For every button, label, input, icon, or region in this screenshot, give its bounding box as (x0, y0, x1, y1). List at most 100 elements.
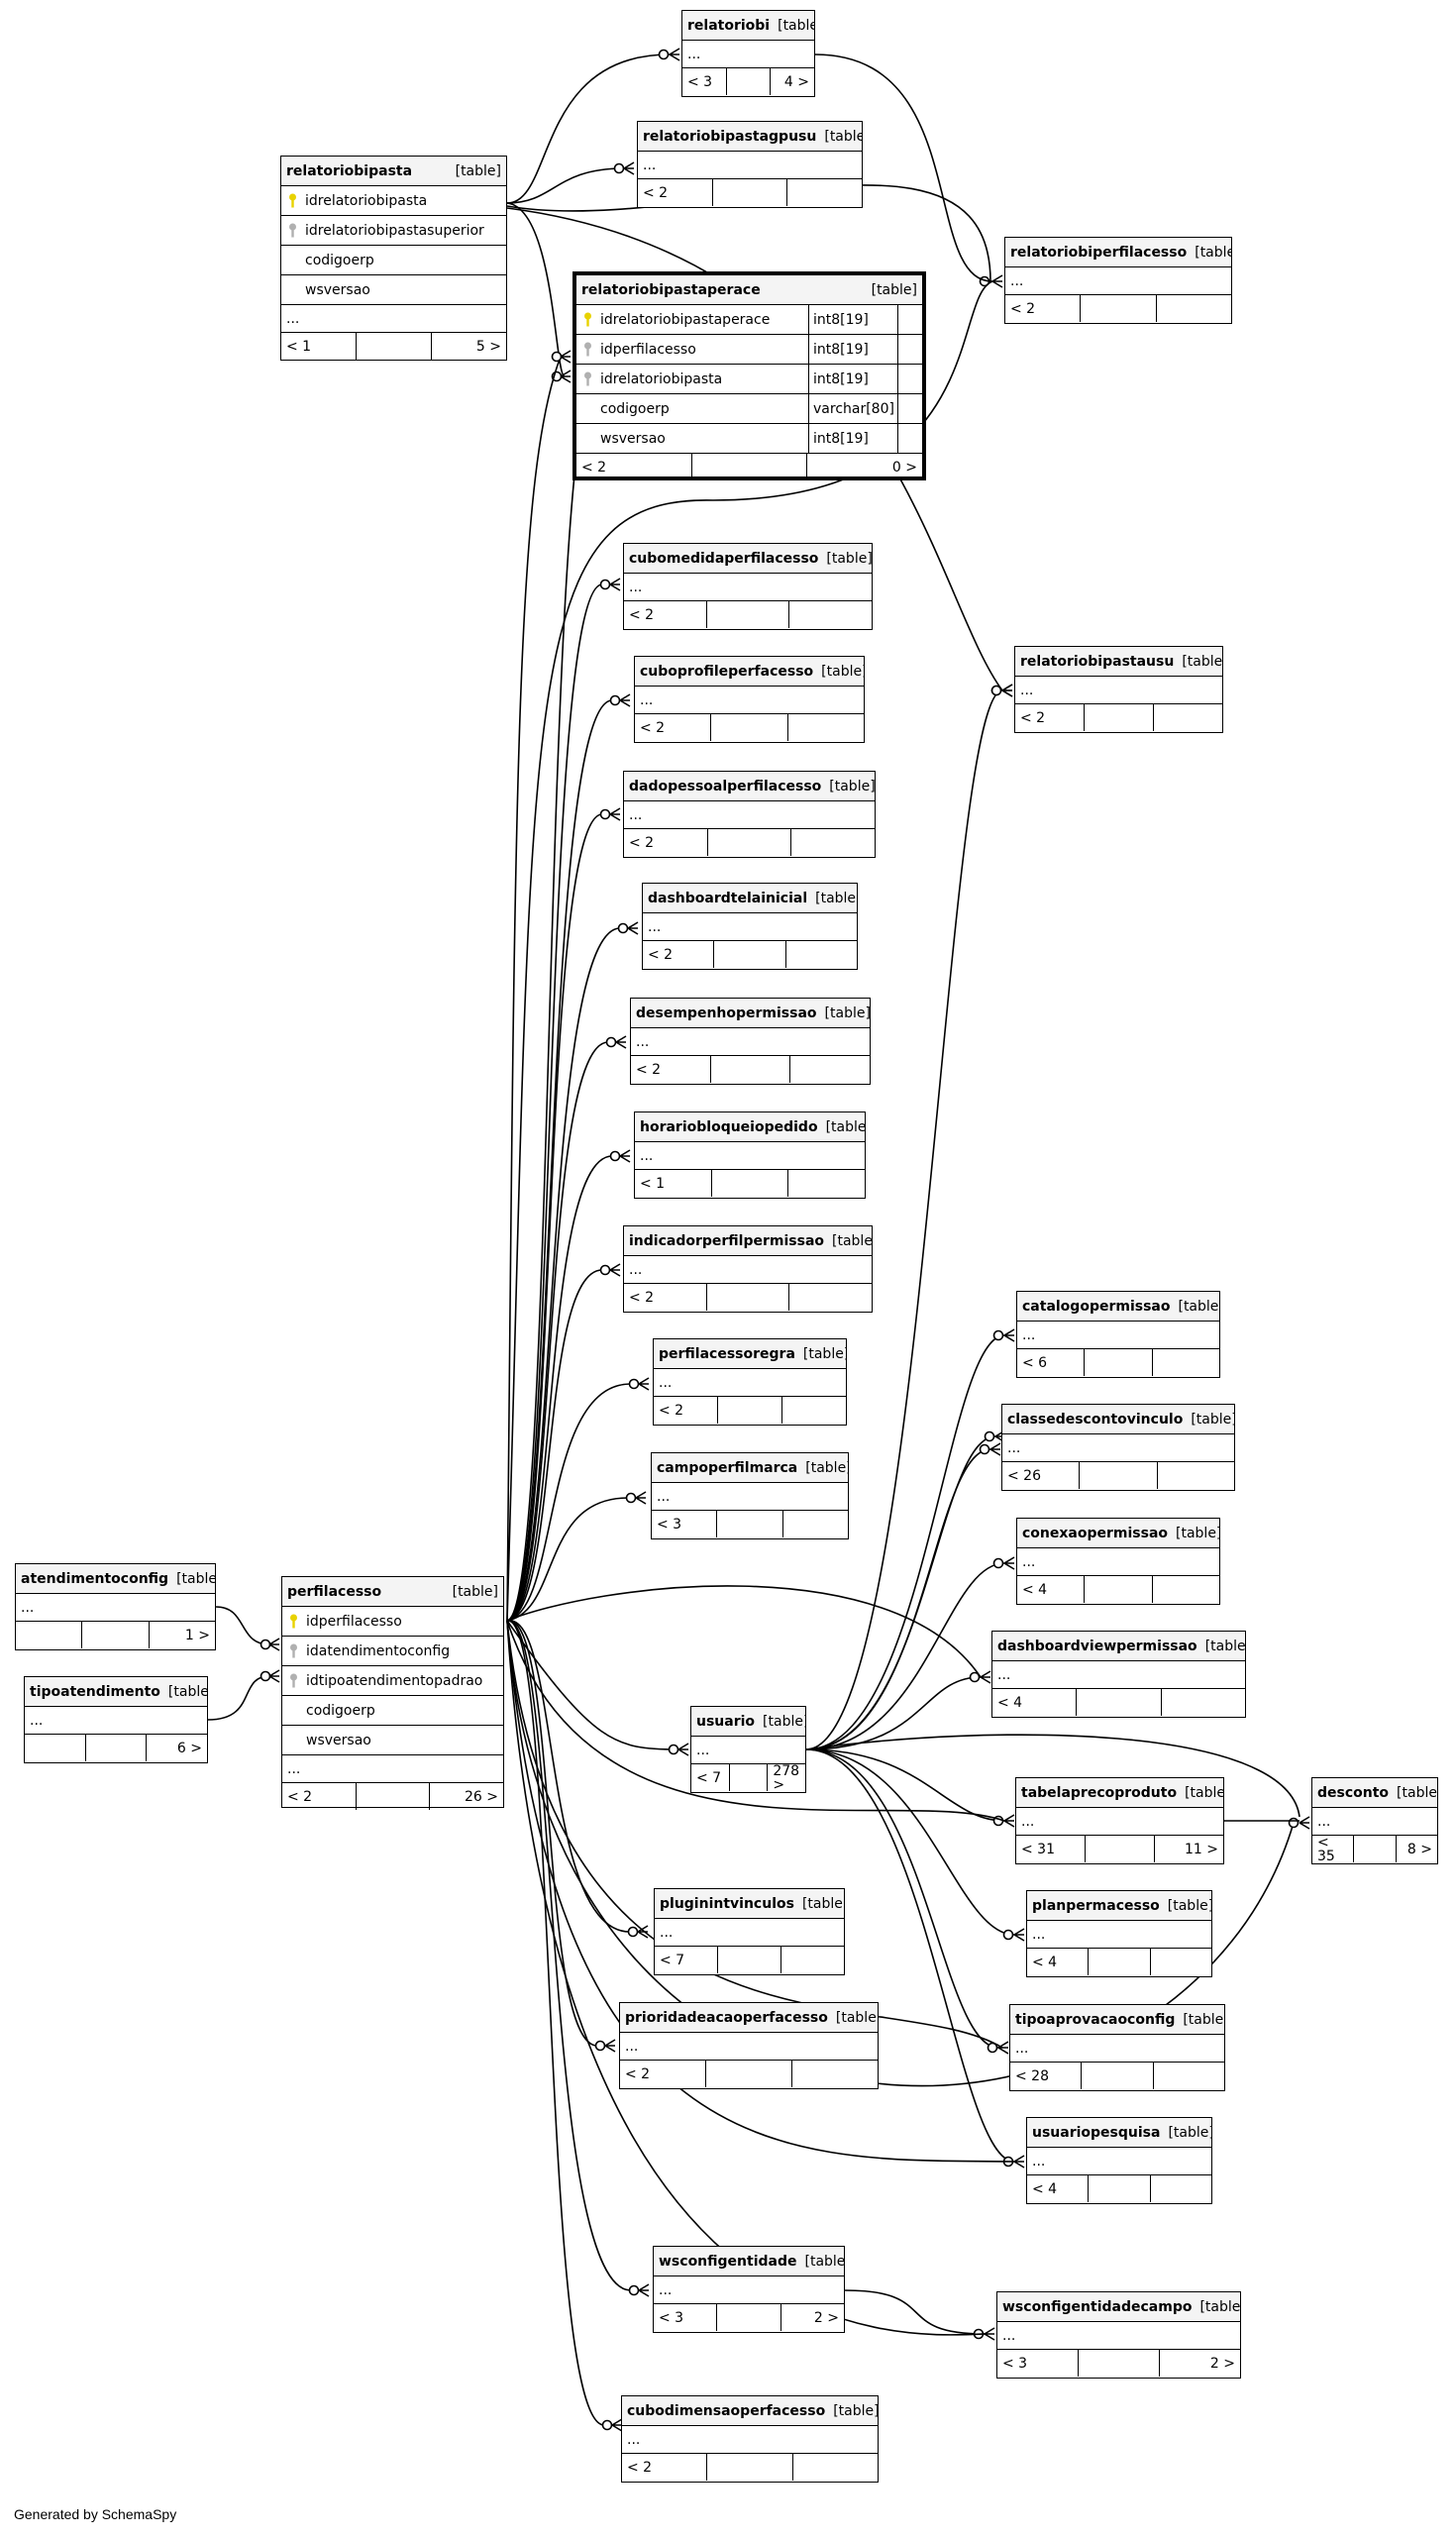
parent-count[interactable]: < 7 (660, 1952, 685, 1968)
table-name[interactable]: dadopessoalperfilacesso (629, 778, 822, 794)
table-name[interactable]: relatoriobipastagpusu (643, 128, 817, 145)
table-horariobloqueiopedido[interactable]: horariobloqueiopedido[table]...< 1 (634, 1111, 866, 1199)
table-name[interactable]: perfilacessoregra (659, 1345, 795, 1362)
table-name[interactable]: indicadorperfilpermissao (629, 1232, 825, 1249)
column-row[interactable]: idatendimentoconfig (282, 1637, 503, 1666)
child-count[interactable]: 0 > (806, 454, 922, 480)
column-row[interactable]: idperfilacesso (282, 1607, 503, 1637)
table-name[interactable]: relatoriobiperfilacesso (1010, 244, 1188, 261)
table-name[interactable]: usuariopesquisa (1032, 2124, 1161, 2141)
table-header[interactable]: dashboardtelainicial[table] (643, 884, 857, 913)
child-count[interactable] (1152, 2063, 1224, 2089)
table-header[interactable]: usuariopesquisa[table] (1027, 2118, 1211, 2148)
table-relatoriobipastaperace[interactable]: relatoriobipastaperace[table]idrelatorio… (572, 271, 926, 480)
table-name[interactable]: conexaopermissao (1022, 1525, 1169, 1541)
table-header[interactable]: indicadorperfilpermissao[table] (624, 1226, 872, 1256)
table-name[interactable]: perfilacesso (287, 1583, 382, 1600)
table-header[interactable]: classedescontovinculo[table] (1002, 1405, 1234, 1434)
child-count[interactable]: 6 > (146, 1735, 207, 1761)
parent-count[interactable]: < 2 (659, 1402, 684, 1419)
parent-count[interactable] (25, 1735, 85, 1761)
child-count[interactable] (788, 601, 872, 628)
parent-count[interactable]: < 2 (640, 719, 666, 736)
column-row[interactable]: idtipoatendimentopadrao (282, 1666, 503, 1696)
child-count[interactable]: 1 > (148, 1622, 215, 1648)
child-count[interactable] (781, 1511, 848, 1537)
parent-count[interactable]: < 4 (1032, 1954, 1058, 1970)
parent-count[interactable]: < 35 (1317, 1834, 1335, 1864)
parent-count[interactable]: < 4 (1022, 1581, 1048, 1598)
table-header[interactable]: conexaopermissao[table] (1017, 1519, 1219, 1548)
table-name[interactable]: tipoaprovacaoconfig (1015, 2011, 1176, 2028)
table-name[interactable]: planpermacesso (1032, 1897, 1160, 1914)
table-header[interactable]: pluginintvinculos[table] (655, 1889, 844, 1919)
table-name[interactable]: tipoatendimento (30, 1683, 160, 1700)
table-name[interactable]: relatoriobipastausu (1020, 653, 1175, 670)
table-name[interactable]: relatoriobipasta (286, 162, 413, 179)
child-count[interactable] (781, 1397, 846, 1424)
table-cuboprofileperfacesso[interactable]: cuboprofileperfacesso[table]...< 2 (634, 656, 865, 743)
table-name[interactable]: cuboprofileperfacesso (640, 663, 814, 680)
table-name[interactable]: desempenhopermissao (636, 1005, 817, 1021)
child-count[interactable]: 26 > (429, 1783, 503, 1810)
child-count[interactable] (1160, 1689, 1245, 1716)
child-count[interactable] (784, 941, 857, 968)
table-name[interactable]: desconto (1317, 1784, 1390, 1801)
table-header[interactable]: perfilacessoregra[table] (654, 1339, 846, 1369)
column-row[interactable]: idrelatoriobipastasuperior (281, 216, 506, 246)
child-count[interactable]: 278 > (767, 1764, 805, 1792)
table-name[interactable]: atendimentoconfig (21, 1570, 169, 1587)
table-header[interactable]: wsconfigentidadecampo[table] (997, 2292, 1240, 2322)
parent-count[interactable]: < 31 (1021, 1841, 1055, 1857)
table-relatoriobipastagpusu[interactable]: relatoriobipastagpusu[table]...< 2 (637, 121, 863, 208)
table-relatoriobiperfilacesso[interactable]: relatoriobiperfilacesso[table]...< 2 (1004, 237, 1232, 324)
table-name[interactable]: catalogopermissao (1022, 1298, 1171, 1315)
parent-count[interactable]: < 6 (1022, 1354, 1048, 1371)
child-count[interactable]: 5 > (431, 333, 506, 360)
table-header[interactable]: relatoriobipastagpusu[table] (638, 122, 862, 152)
table-header[interactable]: cuboprofileperfacesso[table] (635, 657, 864, 687)
parent-count[interactable]: < 1 (286, 338, 312, 355)
table-name[interactable]: cubodimensaoperfacesso (627, 2402, 826, 2419)
table-usuariopesquisa[interactable]: usuariopesquisa[table]...< 4 (1026, 2117, 1212, 2204)
child-count[interactable] (780, 1947, 844, 1973)
column-row[interactable]: codigoerp (282, 1696, 503, 1726)
child-count[interactable] (1156, 1462, 1234, 1489)
parent-count[interactable]: < 2 (1010, 300, 1036, 317)
parent-count[interactable]: < 3 (687, 73, 713, 90)
table-name[interactable]: campoperfilmarca (657, 1459, 798, 1476)
table-name[interactable]: tabelaprecoproduto (1021, 1784, 1178, 1801)
child-count[interactable] (1151, 1349, 1219, 1376)
child-count[interactable] (790, 829, 875, 856)
child-count[interactable] (1151, 1576, 1219, 1603)
child-count[interactable] (789, 1056, 870, 1083)
child-count[interactable] (791, 2454, 878, 2481)
table-name[interactable]: dashboardviewpermissao (997, 1638, 1197, 1654)
table-header[interactable]: atendimentoconfig[table] (16, 1564, 215, 1594)
table-header[interactable]: horariobloqueiopedido[table] (635, 1112, 865, 1142)
table-name[interactable]: pluginintvinculos (660, 1895, 794, 1912)
parent-count[interactable]: < 2 (1020, 709, 1046, 726)
child-count[interactable] (788, 1284, 872, 1311)
parent-count[interactable]: < 2 (636, 1061, 662, 1078)
table-name[interactable]: wsconfigentidade (659, 2253, 797, 2270)
parent-count[interactable]: < 2 (648, 946, 674, 963)
column-row[interactable]: wsversao (282, 1726, 503, 1755)
table-relatoriobipastausu[interactable]: relatoriobipastausu[table]...< 2 (1014, 646, 1223, 733)
child-count[interactable] (786, 179, 862, 206)
table-dashboardtelainicial[interactable]: dashboardtelainicial[table]...< 2 (642, 883, 858, 970)
parent-count[interactable]: < 28 (1015, 2067, 1049, 2084)
table-tipoatendimento[interactable]: tipoatendimento[table]...6 > (24, 1676, 208, 1763)
table-relatoriobipasta[interactable]: relatoriobipasta[table]idrelatoriobipast… (280, 156, 507, 361)
table-header[interactable]: relatoriobipastaperace[table] (576, 275, 922, 305)
table-classedescontovinculo[interactable]: classedescontovinculo[table]...< 26 (1001, 1404, 1235, 1491)
parent-count[interactable]: < 26 (1007, 1467, 1041, 1484)
table-perfilacessoregra[interactable]: perfilacessoregra[table]...< 2 (653, 1338, 847, 1426)
table-header[interactable]: relatoriobiperfilacesso[table] (1005, 238, 1231, 267)
parent-count[interactable]: < 2 (581, 459, 607, 476)
table-atendimentoconfig[interactable]: atendimentoconfig[table]...1 > (15, 1563, 216, 1650)
